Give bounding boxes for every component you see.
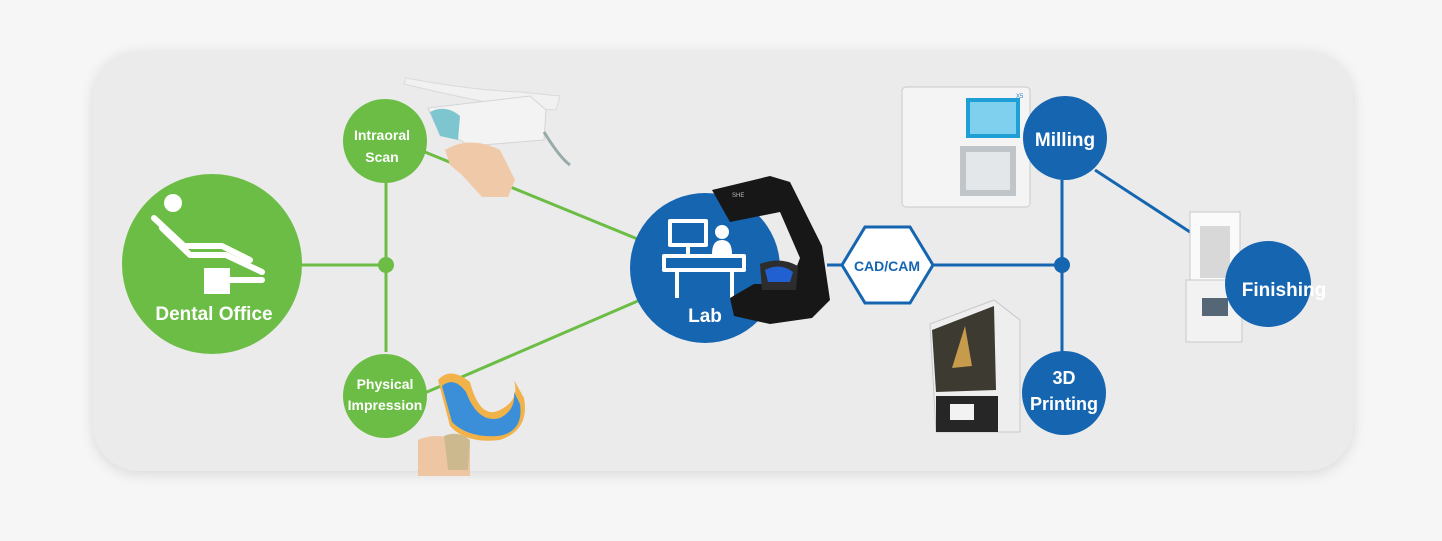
dental-office-label: Dental Office	[155, 304, 272, 325]
milling-model-mark: X5	[1016, 94, 1024, 100]
impression-tray-image	[418, 373, 525, 476]
lab-desk-icon	[662, 219, 746, 298]
3d-printer-image	[929, 299, 1021, 433]
intraoral-label-line1: Intraoral	[354, 127, 410, 143]
blue-junction	[1054, 257, 1070, 273]
milling-label: Milling	[1035, 130, 1095, 151]
milling-machine-image: X5	[901, 86, 1031, 208]
scanner-brand-mark: SHE	[732, 193, 744, 199]
impression-label-line1: Physical	[357, 376, 414, 392]
cad-cam-node: CAD/CAM	[840, 225, 935, 305]
dental-chair-icon	[151, 194, 265, 294]
3d-printing-node: 3D Printing	[1022, 351, 1106, 435]
dental-office-node: Dental Office	[122, 174, 302, 354]
finishing-node: Finishing	[1225, 241, 1326, 327]
printing-label-line2: Printing	[1030, 394, 1098, 414]
finishing-label: Finishing	[1242, 280, 1326, 301]
physical-impression-node: Physical Impression	[343, 354, 427, 438]
milling-node: Milling	[1023, 96, 1107, 180]
intraoral-label-line2: Scan	[365, 149, 398, 165]
printing-label-line1: 3D	[1052, 368, 1075, 388]
lab-scanner-image: SHE	[712, 176, 830, 324]
intraoral-scan-node: Intraoral Scan	[343, 99, 427, 183]
intraoral-scanner-image	[403, 77, 571, 197]
impression-label-line2: Impression	[348, 397, 423, 413]
furnace-image	[1185, 211, 1243, 343]
lab-label: Lab	[688, 306, 722, 327]
green-connectors	[300, 148, 641, 397]
green-junction	[378, 257, 394, 273]
cad-cam-label: CAD/CAM	[854, 258, 920, 274]
